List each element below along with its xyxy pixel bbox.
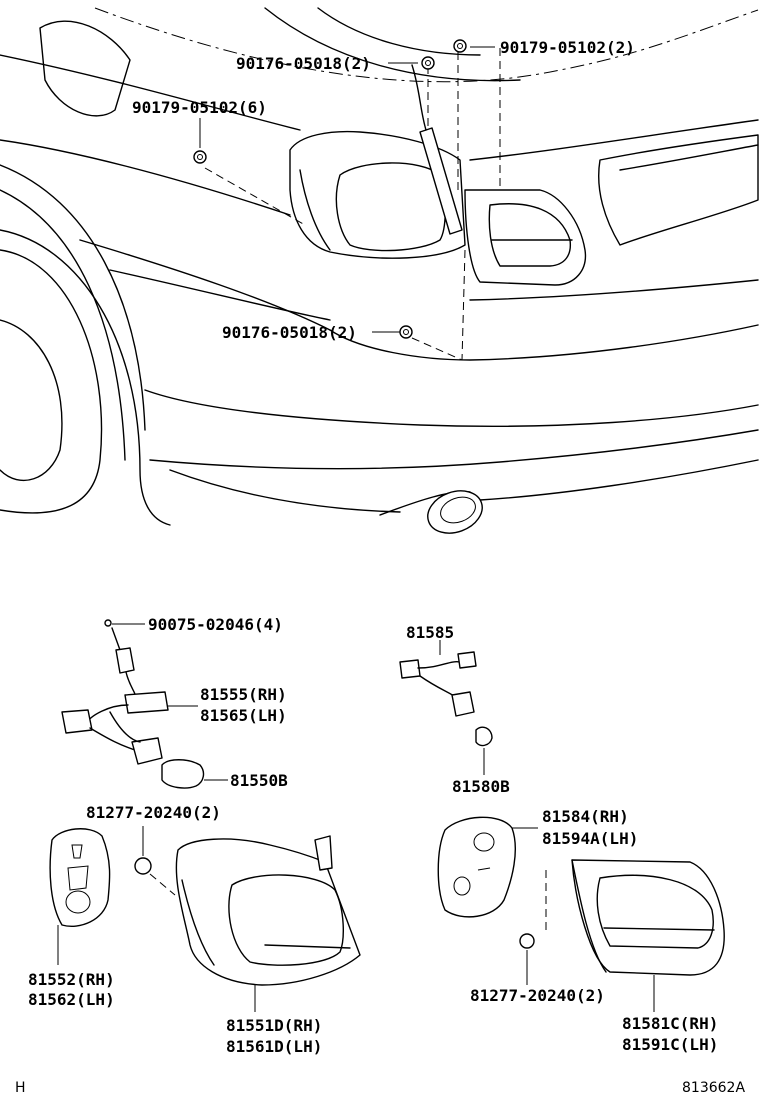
part-number-81561d: 81561D(LH): [226, 1037, 322, 1056]
part-number-81581c: 81581C(RH): [622, 1014, 718, 1033]
part-number-90176-mid: 90176-05018(2): [222, 323, 357, 342]
rear-lamp-inner: [571, 859, 725, 976]
clip-icon: [134, 857, 152, 875]
part-number-90179-left: 90179-05102(6): [132, 98, 267, 117]
part-number-81585: 81585: [406, 623, 454, 642]
diagram-code: 813662A: [682, 1080, 745, 1096]
part-number-81565: 81565(LH): [200, 706, 287, 725]
gasket-plate-right: [437, 816, 516, 918]
part-number-81277-right: 81277-20240(2): [470, 986, 605, 1005]
nut-icon: [453, 39, 467, 53]
nut-icon: [193, 150, 207, 164]
part-number-81552: 81552(RH): [28, 970, 115, 989]
vehicle-rear-body: [0, 7, 759, 534]
wire-socket-81585: [399, 640, 477, 717]
car-leader-lines: [199, 46, 501, 361]
part-number-90176-top: 90176-05018(2): [236, 54, 371, 73]
part-number-81277-left: 81277-20240(2): [86, 803, 221, 822]
part-number-81584: 81584(RH): [542, 807, 629, 826]
bulb-icon: [475, 726, 493, 747]
clip-icon: [519, 933, 535, 949]
part-number-81555: 81555(RH): [200, 685, 287, 704]
part-number-90179-top: 90179-05102(2): [500, 38, 635, 57]
nut-icon: [399, 325, 413, 339]
part-number-81550b: 81550B: [230, 771, 288, 790]
nut-icon: [421, 56, 435, 70]
part-number-81580b: 81580B: [452, 777, 510, 796]
rear-combination-lamp-outer: [175, 835, 361, 986]
bulb-icon: [161, 759, 205, 789]
part-number-90075: 90075-02046(4): [148, 615, 283, 634]
gasket-plate: [49, 828, 111, 927]
part-number-81551d: 81551D(RH): [226, 1016, 322, 1035]
dash-clip-left: [149, 873, 176, 896]
part-number-81594a: 81594A(LH): [542, 829, 638, 848]
wire-harness-socket: [61, 619, 169, 765]
footer-left-mark: H: [15, 1080, 26, 1096]
part-number-81562: 81562(LH): [28, 990, 115, 1009]
part-number-81591c: 81591C(LH): [622, 1035, 718, 1054]
